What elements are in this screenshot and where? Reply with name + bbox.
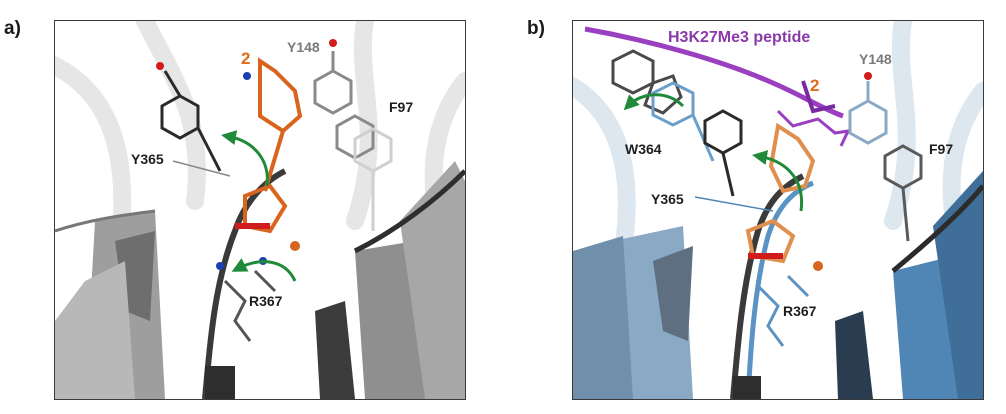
r367-residue [223,269,277,342]
right-beta-sheet [835,171,983,399]
compound-2 [745,122,816,264]
peptide-sidechain [776,109,851,147]
backbone-tube [202,168,287,399]
arrow-w364 [623,93,685,111]
left-beta-sheet [573,226,693,399]
panel-b-scene [573,21,983,399]
f97-residue [353,127,393,231]
panel-a-scene [55,21,465,399]
f97-residue [883,144,923,242]
panel-a-structure: 2 Y148 F97 Y365 R367 [54,20,466,400]
label-y365: Y365 [131,151,164,167]
peptide-chain [584,26,844,119]
arrow-r367 [231,258,297,282]
panel-a-letter: a) [4,18,21,39]
backbone-tube-blue [745,180,814,399]
label-compound-2: 2 [241,49,251,68]
panel-b-letter: b) [527,18,545,39]
backbone-end [733,376,761,399]
left-beta-sheet [55,209,165,399]
w364-residue [611,49,683,115]
label-y365: Y365 [651,191,684,207]
label-compound-2: 2 [810,76,820,95]
label-f97: F97 [389,99,414,115]
label-peptide: H3K27Me3 peptide [668,29,811,46]
label-f97: F97 [929,141,954,157]
y365-residue [703,109,743,197]
w364-residue-holo [651,81,715,162]
label-r367: R367 [249,293,283,309]
y365-residue [160,70,222,172]
arrow-y365 [752,150,804,212]
label-r367: R367 [783,303,817,319]
label-w364: W364 [625,141,662,157]
arrow-y365 [221,130,269,187]
y148-residue [848,81,888,145]
r367-residue [756,274,810,347]
panel-b-structure: H3K27Me3 peptide 2 Y148 F97 W364 Y365 R3… [572,20,984,400]
backbone-end [205,366,235,399]
label-y148: Y148 [859,51,892,67]
right-beta-sheet [315,161,465,399]
label-y148: Y148 [287,39,320,55]
